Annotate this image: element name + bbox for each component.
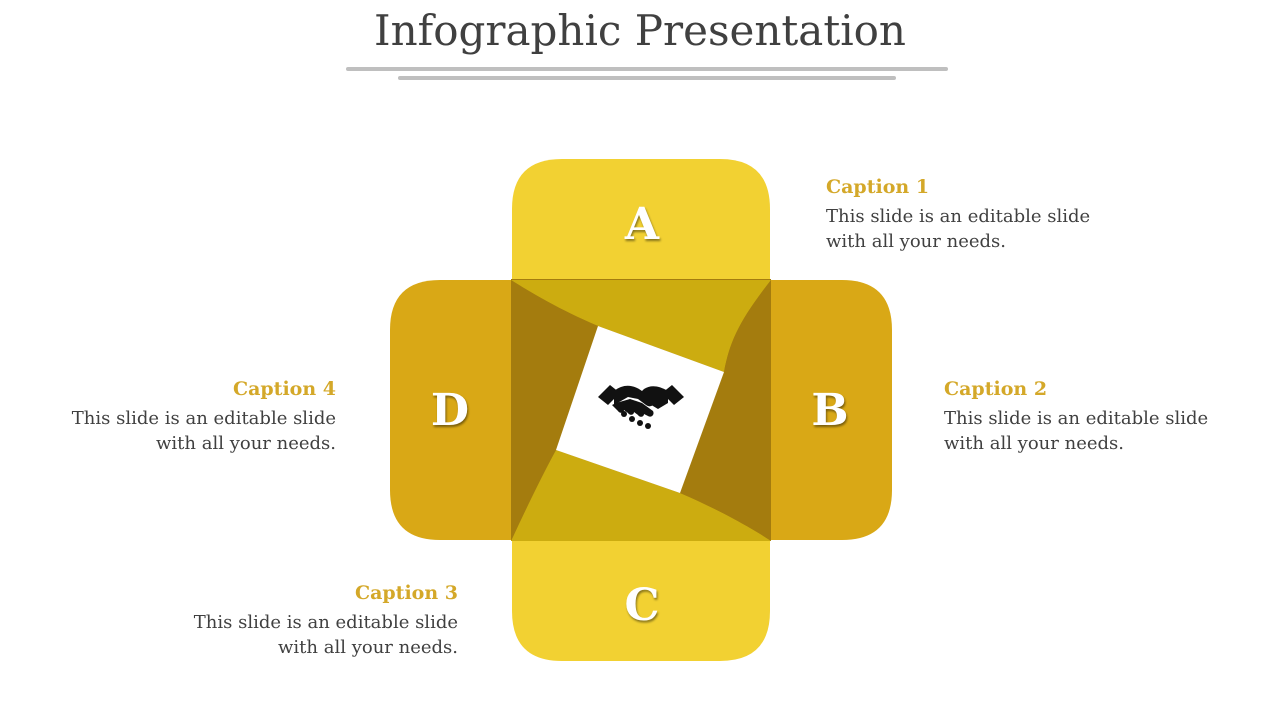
caption-1-line2: with all your needs. (826, 231, 1006, 252)
petal-b-shape (770, 280, 892, 540)
swirl-bottom (511, 450, 771, 541)
caption-1-body: This slide is an editable slide with all… (826, 204, 1098, 254)
caption-4-line1: This slide is an editable slide (71, 408, 336, 429)
caption-3: Caption 3 This slide is an editable slid… (178, 580, 458, 660)
caption-4-title: Caption 4 (232, 378, 336, 400)
petal-d-shape (390, 280, 512, 540)
petal-a-shape (512, 159, 770, 280)
caption-3-title: Caption 3 (354, 582, 458, 604)
title-underline-long (346, 67, 948, 71)
caption-2-body: This slide is an editable slide with all… (944, 406, 1216, 456)
caption-2-line1: This slide is an editable slide (944, 408, 1209, 429)
caption-1: Caption 1 This slide is an editable slid… (826, 174, 1098, 254)
petal-c-shape (512, 540, 770, 661)
swirl-right (680, 280, 771, 541)
caption-4-line2: with all your needs. (156, 433, 336, 454)
caption-3-line1: This slide is an editable slide (193, 612, 458, 633)
caption-3-line2: with all your needs. (278, 637, 458, 658)
caption-4-body: This slide is an editable slide with all… (64, 406, 336, 456)
petal-d-letter: D (430, 385, 470, 436)
swirl-left (511, 280, 598, 541)
petal-c-letter: C (624, 580, 660, 631)
handshake-icon (598, 385, 684, 429)
caption-1-title: Caption 1 (826, 176, 930, 198)
petal-a-letter: A (624, 199, 660, 250)
caption-2-title: Caption 2 (944, 378, 1048, 400)
caption-3-body: This slide is an editable slide with all… (186, 610, 458, 660)
caption-2: Caption 2 This slide is an editable slid… (944, 376, 1216, 456)
title-underline-short (398, 76, 896, 80)
caption-1-line1: This slide is an editable slide (826, 206, 1091, 227)
petal-b-letter: B (811, 385, 849, 436)
swirl-top (511, 280, 771, 372)
caption-2-line2: with all your needs. (944, 433, 1124, 454)
slide-title: Infographic Presentation (374, 6, 906, 55)
caption-4: Caption 4 This slide is an editable slid… (56, 376, 336, 456)
